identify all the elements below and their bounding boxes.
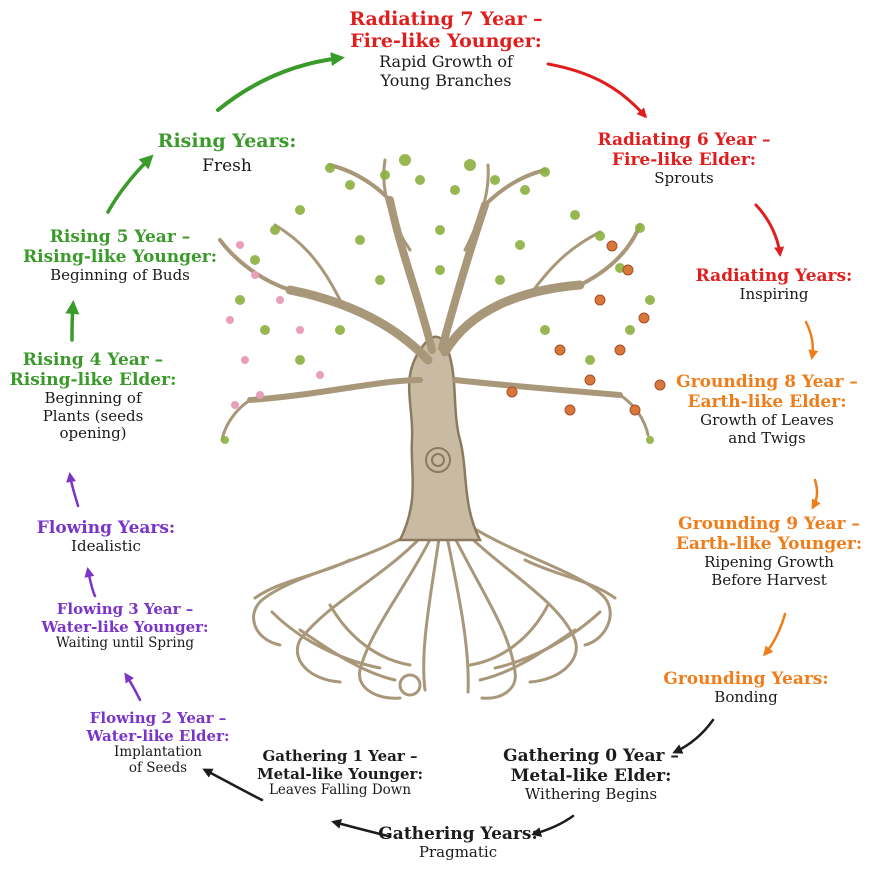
node-subtitle: Water-like Younger: [41, 617, 209, 636]
node-title: Rising Years: [157, 130, 297, 152]
node-wood-elder: Rising 4 Year – Rising-like Elder: Begin… [10, 350, 177, 443]
node-subtitle: Rising-like Younger: [23, 247, 217, 268]
arrow-metal-elder-to-gathering-years [531, 814, 575, 837]
node-title: Radiating 6 Year – [597, 130, 771, 150]
node-grounding-years: Grounding Years: Bonding [663, 669, 828, 707]
fruits [506, 240, 666, 416]
node-title: Rising 4 Year – [22, 350, 164, 370]
node-description: Inspiring [739, 285, 809, 304]
branches [218, 158, 650, 442]
node-description: Withering Begins [524, 785, 658, 804]
tree-illustration [218, 154, 666, 700]
node-title: Radiating 7 Year – [349, 8, 543, 30]
arrow-water-elder-to-water-younger [124, 672, 142, 702]
node-description: Waiting until Spring [55, 635, 195, 652]
node-description: Beginning of Buds [50, 266, 190, 285]
node-title: Gathering 0 Year – [503, 746, 679, 766]
node-description: Idealistic [71, 537, 141, 556]
trunk [397, 335, 483, 542]
node-description: Implantation of Seeds [114, 744, 202, 777]
node-fire-elder: Radiating 6 Year – Fire-like Elder: Spro… [598, 130, 771, 188]
node-title: Flowing 3 Year – [56, 600, 194, 618]
node-title: Flowing 2 Year – [89, 709, 227, 727]
node-subtitle: Metal-like Younger: [257, 764, 423, 783]
arrow-earth-younger-to-grounding-years [763, 612, 787, 657]
arrow-metal-younger-to-water-elder [202, 768, 264, 802]
node-metal-elder: Gathering 0 Year – Metal-like Elder: Wit… [503, 746, 679, 804]
node-flowing-years: Flowing Years: Idealistic [37, 518, 175, 556]
node-rising-years: Rising Years: Fresh [158, 130, 297, 176]
node-title: Gathering Years: [378, 824, 538, 844]
node-water-younger: Flowing 3 Year – Water-like Younger: Wai… [41, 600, 209, 652]
node-description: Bonding [714, 688, 778, 707]
node-subtitle: Fire-like Elder: [611, 150, 757, 171]
node-subtitle: Metal-like Elder: [510, 766, 672, 787]
node-description: Leaves Falling Down [268, 782, 412, 799]
node-subtitle: Earth-like Younger: [675, 534, 863, 555]
blossoms [226, 241, 324, 409]
node-title: Gathering 1 Year – [262, 747, 418, 765]
cycle-arrows [65, 52, 821, 838]
node-subtitle: Earth-like Elder: [687, 392, 847, 413]
arrow-rising-years-to-fire-younger [216, 52, 345, 112]
node-title: Flowing Years: [36, 518, 176, 538]
arrow-fire-younger-to-fire-elder [546, 62, 647, 119]
arrow-wood-elder-to-wood-younger [65, 300, 80, 342]
node-description: Growth of Leaves and Twigs [700, 411, 834, 447]
node-earth-elder: Grounding 8 Year – Earth-like Elder: Gro… [676, 372, 858, 447]
node-description: Ripening Growth Before Harvest [704, 553, 834, 589]
node-title: Radiating Years: [695, 266, 853, 286]
node-radiating-years: Radiating Years: Inspiring [696, 266, 853, 304]
node-title: Grounding 8 Year – [676, 372, 858, 392]
arrow-grounding-years-to-metal-elder [672, 718, 715, 754]
node-gathering-years: Gathering Years: Pragmatic [378, 824, 537, 862]
node-wood-younger: Rising 5 Year – Rising-like Younger: Beg… [23, 227, 217, 285]
arrow-flowing-years-to-wood-elder [66, 472, 80, 508]
arrow-fire-elder-to-radiating-years [754, 203, 785, 257]
arrow-radiating-years-to-earth-elder [804, 320, 819, 360]
arrow-water-younger-to-flowing-years [84, 567, 97, 598]
node-subtitle: Fire-like Younger: [350, 30, 542, 53]
node-description: Pragmatic [418, 843, 498, 862]
node-title: Rising 5 Year – [49, 227, 191, 247]
node-subtitle: Water-like Elder: [86, 726, 230, 745]
node-title: Grounding Years: [663, 669, 829, 689]
node-subtitle: Rising-like Elder: [9, 370, 177, 391]
arrow-gathering-years-to-metal-younger [331, 819, 390, 838]
node-fire-younger: Radiating 7 Year – Fire-like Younger: Ra… [349, 8, 542, 91]
roots [252, 516, 617, 700]
node-water-elder: Flowing 2 Year – Water-like Elder: Impla… [86, 709, 230, 777]
trunk-spiral [425, 447, 452, 473]
arrow-earth-elder-to-earth-younger [811, 478, 821, 510]
node-description: Rapid Growth of Young Branches [379, 51, 513, 90]
node-title: Grounding 9 Year – [678, 514, 860, 534]
node-description: Fresh [202, 156, 252, 177]
node-description: Beginning of Plants (seeds opening) [42, 389, 144, 443]
node-metal-younger: Gathering 1 Year – Metal-like Younger: L… [257, 747, 423, 799]
arrow-wood-younger-to-rising-years [106, 154, 154, 214]
node-description: Sprouts [654, 169, 714, 188]
leaves [221, 154, 655, 444]
node-earth-younger: Grounding 9 Year – Earth-like Younger: R… [676, 514, 862, 589]
